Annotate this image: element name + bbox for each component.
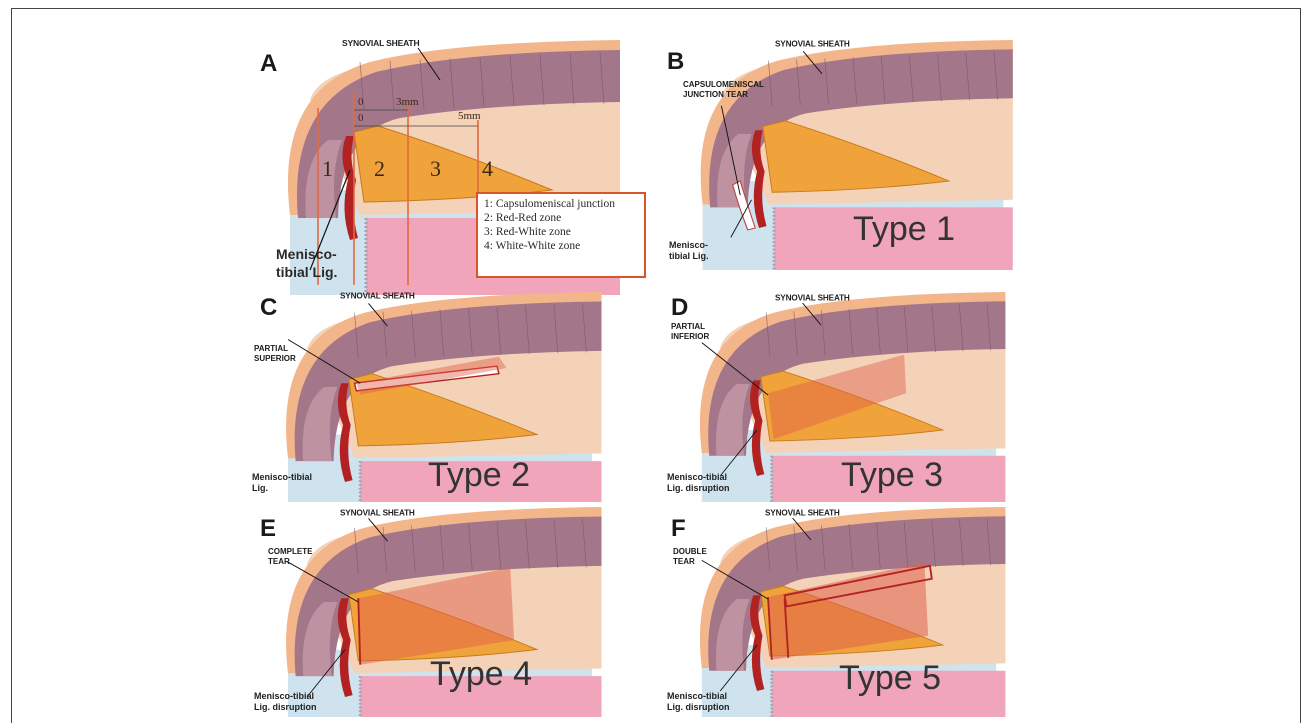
figure-frame: [11, 8, 1301, 723]
legend-item: 4: White-White zone: [484, 239, 638, 253]
zone-number: 3: [430, 156, 441, 182]
synovial-sheath-label: SYNOVIAL SHEATH: [340, 292, 415, 301]
measurement-label: 0: [358, 96, 364, 108]
tear-type-label: Type 5: [839, 661, 941, 695]
knee-diagram: [665, 40, 1025, 270]
synovial-sheath-label: SYNOVIAL SHEATH: [775, 40, 850, 49]
ligament-label: Menisco-tibial Lig.: [669, 240, 769, 262]
tear-type-label: Type 2: [428, 458, 530, 492]
legend-item: 2: Red-Red zone: [484, 211, 638, 225]
tear-type-label: Type 1: [853, 212, 955, 246]
measurement-label: 3mm: [396, 96, 419, 108]
panel-letter: D: [671, 296, 688, 320]
zone-number: 2: [374, 156, 385, 182]
ligament-label: Menisco-tibial Lig.: [276, 245, 366, 281]
legend-item: 1: Capsulomeniscal junction: [484, 197, 638, 211]
panel-letter: B: [667, 50, 684, 74]
zone-number: 1: [322, 156, 333, 182]
legend-item: 3: Red-White zone: [484, 225, 638, 239]
tear-type-label: Type 4: [430, 657, 532, 691]
measurement-label: 5mm: [458, 110, 481, 122]
panel-letter: C: [260, 296, 277, 320]
measurement-label: 0: [358, 112, 364, 124]
synovial-sheath-label: SYNOVIAL SHEATH: [775, 294, 850, 303]
synovial-sheath-label: SYNOVIAL SHEATH: [340, 509, 415, 518]
synovial-sheath-label: SYNOVIAL SHEATH: [765, 509, 840, 518]
zone-number: 4: [482, 156, 493, 182]
panel-letter: E: [260, 517, 276, 541]
panel-letter: A: [260, 52, 277, 76]
tear-type-label: Type 3: [841, 458, 943, 492]
synovial-sheath-label: SYNOVIAL SHEATH: [342, 40, 419, 48]
panel-letter: F: [671, 517, 686, 541]
